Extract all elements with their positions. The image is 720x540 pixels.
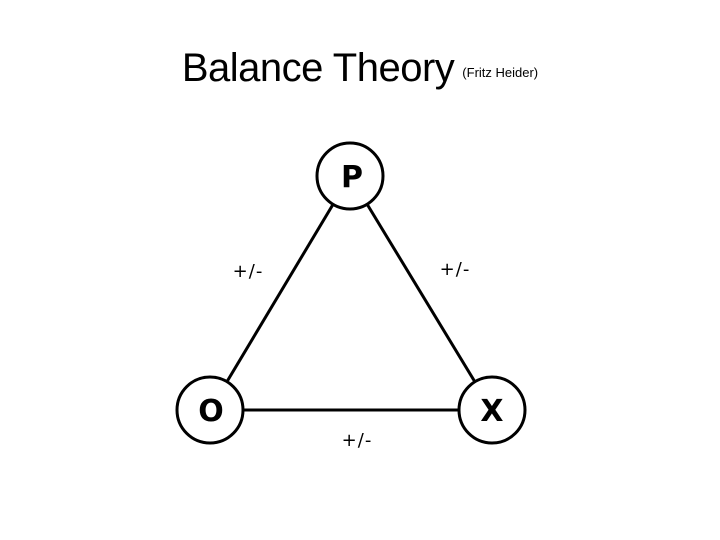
- edge-label-o-x: +/-: [342, 430, 373, 451]
- edge-p-o: [208, 175, 352, 411]
- edge-label-p-x: +/-: [440, 259, 471, 280]
- edge-p-x: [348, 175, 494, 411]
- node-x: X: [457, 375, 527, 445]
- node-o-label: O: [198, 394, 224, 429]
- edge-label-p-o: +/-: [233, 261, 264, 282]
- slide-title: Balance Theory (Fritz Heider): [0, 40, 720, 96]
- title-subtitle: (Fritz Heider): [462, 65, 539, 80]
- node-p-label: P: [341, 160, 363, 195]
- node-p: P: [315, 141, 385, 211]
- node-x-label: X: [480, 394, 503, 429]
- node-o: O: [175, 375, 245, 445]
- title-main: Balance Theory: [181, 46, 455, 90]
